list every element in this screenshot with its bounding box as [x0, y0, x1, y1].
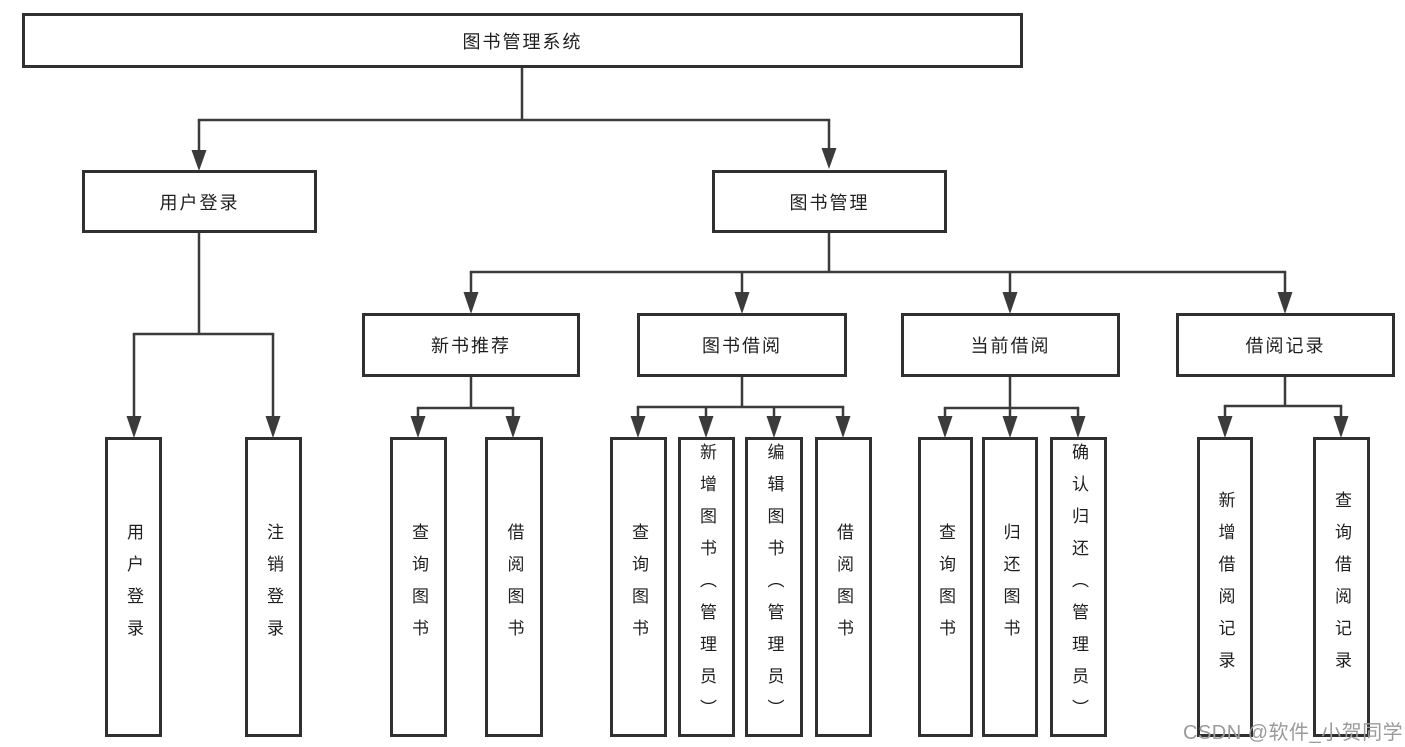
edge-root-to-level2 [191, 68, 837, 171]
node-book-borrowing-label: 图书借阅 [702, 336, 782, 356]
edge-new-book-recommend-children [410, 377, 521, 438]
leaf-user-login: 用户登录 [105, 437, 162, 737]
node-new-book-recommend-label: 新书推荐 [431, 336, 511, 356]
leaf-confirm-return-admin: 确认归还（管理员） [1050, 437, 1107, 737]
leaf-query-books-borrowing-label: 查询图书 [629, 523, 648, 651]
leaf-add-book-admin-label: 新增图书（管理员） [697, 443, 716, 731]
leaf-borrow-books-recommend-label: 借阅图书 [504, 523, 524, 651]
node-book-borrowing: 图书借阅 [637, 313, 847, 377]
edge-current-borrowing-children [937, 377, 1086, 438]
leaf-query-borrow-record: 查询借阅记录 [1313, 437, 1370, 737]
leaf-query-books-recommend-label: 查询图书 [409, 523, 428, 651]
node-book-management: 图书管理 [712, 170, 947, 233]
leaf-edit-book-admin-label: 编辑图书（管理员） [764, 443, 784, 731]
leaf-user-login-label: 用户登录 [124, 523, 143, 651]
leaf-borrow-books-borrowing-label: 借阅图书 [834, 523, 853, 651]
edge-book-management-children [463, 233, 1293, 314]
leaf-query-books-current-label: 查询图书 [936, 523, 955, 651]
leaf-add-borrow-record-label: 新增借阅记录 [1215, 491, 1235, 683]
leaf-add-borrow-record: 新增借阅记录 [1197, 437, 1253, 737]
node-new-book-recommend: 新书推荐 [362, 313, 580, 377]
node-current-borrowing-label: 当前借阅 [970, 336, 1051, 356]
leaf-query-borrow-record-label: 查询借阅记录 [1332, 491, 1351, 683]
leaf-logout-label: 注销登录 [264, 523, 283, 651]
leaf-query-books-recommend: 查询图书 [390, 437, 447, 737]
node-borrowing-records-label: 借阅记录 [1245, 336, 1326, 356]
edge-borrowing-records-children [1217, 377, 1349, 438]
leaf-logout: 注销登录 [245, 437, 302, 737]
leaf-query-books-borrowing: 查询图书 [610, 437, 667, 737]
node-user-login-label: 用户登录 [159, 192, 240, 213]
leaf-return-books: 归还图书 [982, 437, 1038, 737]
node-user-login: 用户登录 [82, 170, 317, 233]
edge-book-borrowing-children [630, 377, 851, 438]
leaf-query-books-current: 查询图书 [918, 437, 973, 737]
node-root-system: 图书管理系统 [22, 13, 1023, 68]
leaf-add-book-admin: 新增图书（管理员） [678, 437, 735, 737]
leaf-confirm-return-admin-label: 确认归还（管理员） [1069, 443, 1088, 731]
leaf-edit-book-admin: 编辑图书（管理员） [745, 437, 803, 737]
edge-user-login-children [126, 233, 281, 438]
node-current-borrowing: 当前借阅 [901, 313, 1120, 377]
node-book-management-label: 图书管理 [789, 192, 870, 213]
csdn-watermark: CSDN @软件_小贺同学 [1183, 722, 1404, 744]
node-borrowing-records: 借阅记录 [1176, 313, 1395, 377]
leaf-borrow-books-borrowing: 借阅图书 [815, 437, 872, 737]
node-root-system-label: 图书管理系统 [462, 31, 583, 52]
leaf-borrow-books-recommend: 借阅图书 [485, 437, 543, 737]
leaf-return-books-label: 归还图书 [1000, 523, 1020, 651]
